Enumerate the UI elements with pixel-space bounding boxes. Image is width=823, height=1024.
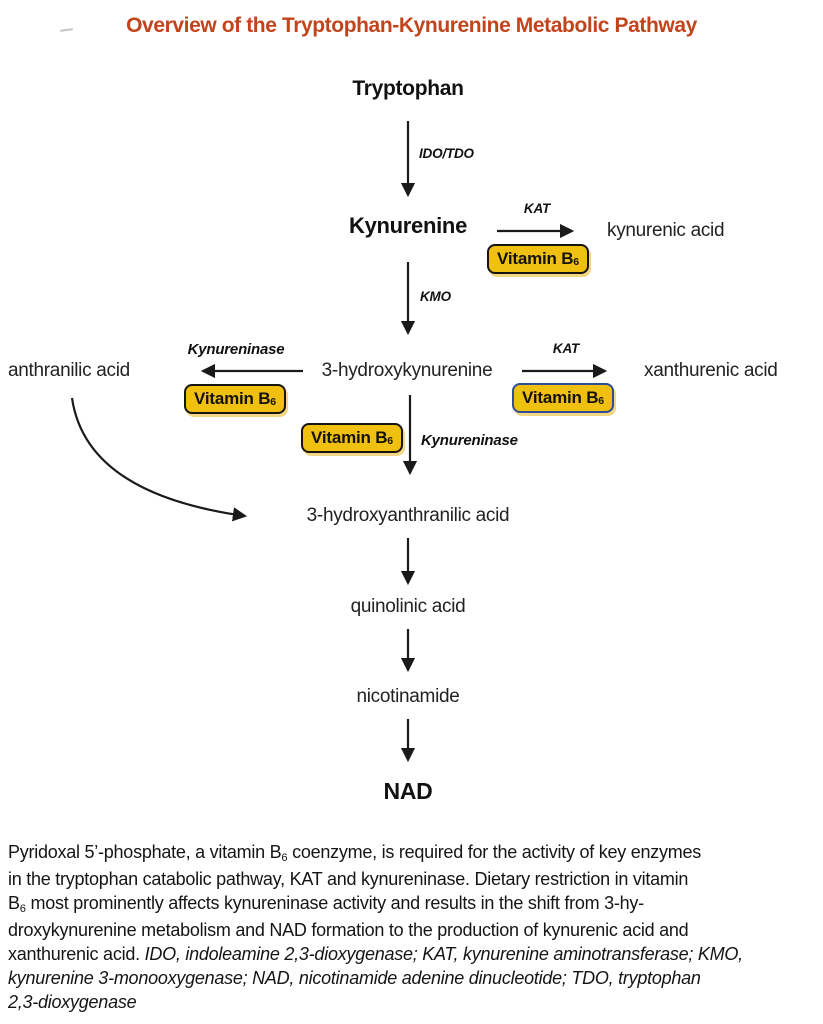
node-anthranilic-acid: anthranilic acid	[8, 360, 130, 381]
node-nicotinamide: nicotinamide	[356, 686, 460, 707]
caption-line: xanthurenic acid. IDO, indoleamine 2,3-d…	[8, 944, 743, 964]
node-kynurenine: Kynurenine	[348, 213, 468, 238]
vitamin-b6-subscript: 6	[598, 394, 604, 407]
enzyme-label-kat-top: KAT	[523, 201, 551, 216]
node-3-hydroxyanthranilic-acid: 3-hydroxyanthranilic acid	[306, 505, 510, 526]
vitamin-b6-label: Vitamin B	[497, 249, 574, 268]
vitamin-b6-subscript: 6	[270, 395, 276, 408]
vitamin-b6-label: Vitamin B	[522, 388, 599, 407]
caption-line: in the tryptophan catabolic pathway, KAT…	[8, 869, 689, 889]
figure-caption: Pyridoxal 5’-phosphate, a vitamin B6 coe…	[8, 840, 815, 1014]
vitamin-b6-subscript: 6	[573, 255, 579, 268]
node-nad: NAD	[383, 778, 433, 804]
caption-line: droxykynurenine metabolism and NAD forma…	[8, 920, 689, 940]
vitamin-b6-subscript: 6	[387, 434, 393, 447]
enzyme-label-kmo: KMO	[420, 289, 451, 304]
arrow-anthranilic-acid-to-3-hydroxyanthranilic-acid	[70, 397, 248, 522]
vitamin-b6-label: Vitamin B	[311, 428, 388, 447]
caption-line: 2,3-dioxygenase	[8, 992, 137, 1012]
enzyme-label-kat-right: KAT	[552, 341, 580, 356]
node-tryptophan: Tryptophan	[352, 77, 464, 100]
enzyme-label-ido-tdo: IDO/TDO	[419, 146, 474, 161]
vitamin-b6-label: Vitamin B	[194, 389, 271, 408]
caption-line: kynurenine 3-monooxygenase; NAD, nicotin…	[8, 968, 701, 988]
page-title: Overview of the Tryptophan-Kynurenine Me…	[126, 14, 697, 37]
node-xanthurenic-acid: xanthurenic acid	[644, 360, 778, 381]
node-3-hydroxykynurenine: 3-hydroxykynurenine	[321, 360, 493, 381]
node-quinolinic-acid: quinolinic acid	[350, 596, 466, 617]
caption-line: Pyridoxal 5’-phosphate, a vitamin B6 coe…	[8, 842, 702, 865]
enzyme-label-kynureninase-left: Kynureninase	[187, 341, 285, 358]
node-kynurenic-acid: kynurenic acid	[607, 220, 725, 241]
enzyme-label-kynureninase-center: Kynureninase	[421, 432, 518, 449]
caption-line: B6 most prominently affects kynureninase…	[8, 893, 644, 916]
